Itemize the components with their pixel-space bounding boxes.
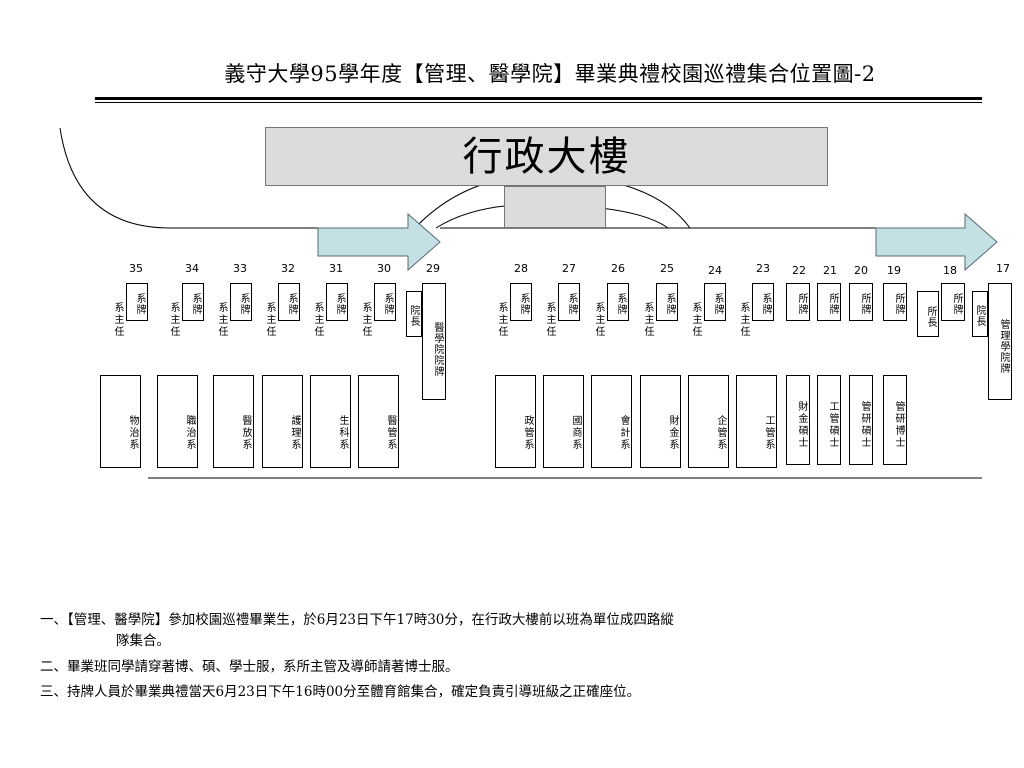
route-arrow-right — [875, 212, 998, 272]
note-line: 三、持牌人員於畢業典禮當天6月23日下午16時00分至體育館集合，確定負責引導班… — [40, 684, 641, 700]
position-number: 26 — [611, 262, 625, 275]
dept-head-label: 系主任 — [264, 302, 275, 338]
dept-head-label: 系主任 — [544, 302, 555, 338]
position-number: 20 — [854, 264, 868, 277]
dept-head-label: 系主任 — [216, 302, 227, 338]
dept-head-label: 系主任 — [360, 302, 371, 338]
college-sign-medicine: 醫學院院牌 — [422, 283, 446, 400]
position-number: 28 — [514, 262, 528, 275]
dept-head-label: 系主任 — [642, 302, 653, 338]
position-number: 30 — [377, 262, 391, 275]
position-number: 23 — [756, 262, 770, 275]
position-number: 33 — [233, 262, 247, 275]
institute-sign: 所牌 — [883, 283, 907, 321]
note-line: 二、畢業班同學請穿著博、碩、學士服，系所主管及導師請著博士服。 — [40, 659, 459, 675]
dept-head-label: 系主任 — [496, 302, 507, 338]
department-box: 工管系 — [736, 375, 777, 468]
department-box: 會計系 — [591, 375, 632, 468]
institute-head-label: 所長 — [917, 291, 939, 337]
position-number: 34 — [185, 262, 199, 275]
institute-sign: 所牌 — [941, 283, 965, 321]
admin-building: 行政大樓 — [265, 127, 828, 186]
department-box: 護理系 — [262, 375, 303, 468]
dept-sign: 系牌 — [374, 283, 396, 321]
department-box: 物治系 — [100, 375, 141, 468]
route-arrow-left — [317, 212, 441, 272]
dept-sign: 系牌 — [230, 283, 252, 321]
dept-sign: 系牌 — [607, 283, 629, 321]
dept-head-label: 系主任 — [312, 302, 323, 338]
dean-label: 院長 — [972, 291, 988, 337]
position-number: 35 — [129, 262, 143, 275]
dept-sign: 系牌 — [752, 283, 774, 321]
department-box: 政管系 — [495, 375, 536, 468]
dept-sign: 系牌 — [656, 283, 678, 321]
position-number: 17 — [996, 262, 1010, 275]
position-number: 22 — [792, 264, 806, 277]
position-number: 25 — [660, 262, 674, 275]
department-box: 醫放系 — [213, 375, 254, 468]
dept-head-label: 系主任 — [690, 302, 701, 338]
position-number: 18 — [943, 264, 957, 277]
note-line: 一、【管理、醫學院】參加校園巡禮畢業生，於6月23日下午17時30分，在行政大樓… — [40, 612, 674, 628]
institute-sign: 所牌 — [786, 283, 810, 321]
position-number: 24 — [708, 264, 722, 277]
position-number: 27 — [562, 262, 576, 275]
dept-sign: 系牌 — [704, 283, 726, 321]
dept-sign: 系牌 — [326, 283, 348, 321]
college-sign-management: 管理學院牌 — [988, 283, 1012, 400]
institute-box: 財金碩士 — [786, 375, 810, 465]
department-box: 國商系 — [543, 375, 584, 468]
department-box: 財金系 — [640, 375, 681, 468]
dept-sign: 系牌 — [126, 283, 148, 321]
institute-box: 管研碩士 — [849, 375, 873, 465]
department-box: 醫管系 — [358, 375, 399, 468]
department-box: 職治系 — [157, 375, 198, 468]
dept-head-label: 系主任 — [738, 302, 749, 338]
position-number: 31 — [329, 262, 343, 275]
position-number: 29 — [426, 262, 440, 275]
position-number: 32 — [281, 262, 295, 275]
position-number: 19 — [887, 264, 901, 277]
admin-building-entrance — [504, 186, 606, 228]
dean-label: 院長 — [406, 291, 422, 337]
dept-head-label: 系主任 — [593, 302, 604, 338]
institute-sign: 所牌 — [817, 283, 841, 321]
title-rule-thick — [95, 97, 982, 100]
route-curve-left — [59, 127, 322, 229]
position-number: 21 — [823, 264, 837, 277]
dept-sign: 系牌 — [278, 283, 300, 321]
dept-sign: 系牌 — [558, 283, 580, 321]
page-title: 義守大學95學年度【管理、醫學院】畢業典禮校園巡禮集合位置圖-2 — [224, 62, 876, 86]
department-box: 生科系 — [310, 375, 351, 468]
title-rule-thin — [95, 102, 982, 103]
institute-box: 管研博士 — [883, 375, 907, 465]
dept-sign: 系牌 — [510, 283, 532, 321]
dept-head-label: 系主任 — [168, 302, 179, 338]
institute-box: 工管碩士 — [817, 375, 841, 465]
dept-sign: 系牌 — [182, 283, 204, 321]
department-box: 企管系 — [688, 375, 729, 468]
dept-head-label: 系主任 — [112, 302, 123, 338]
institute-sign: 所牌 — [849, 283, 873, 321]
note-line: 隊集合。 — [116, 633, 170, 649]
